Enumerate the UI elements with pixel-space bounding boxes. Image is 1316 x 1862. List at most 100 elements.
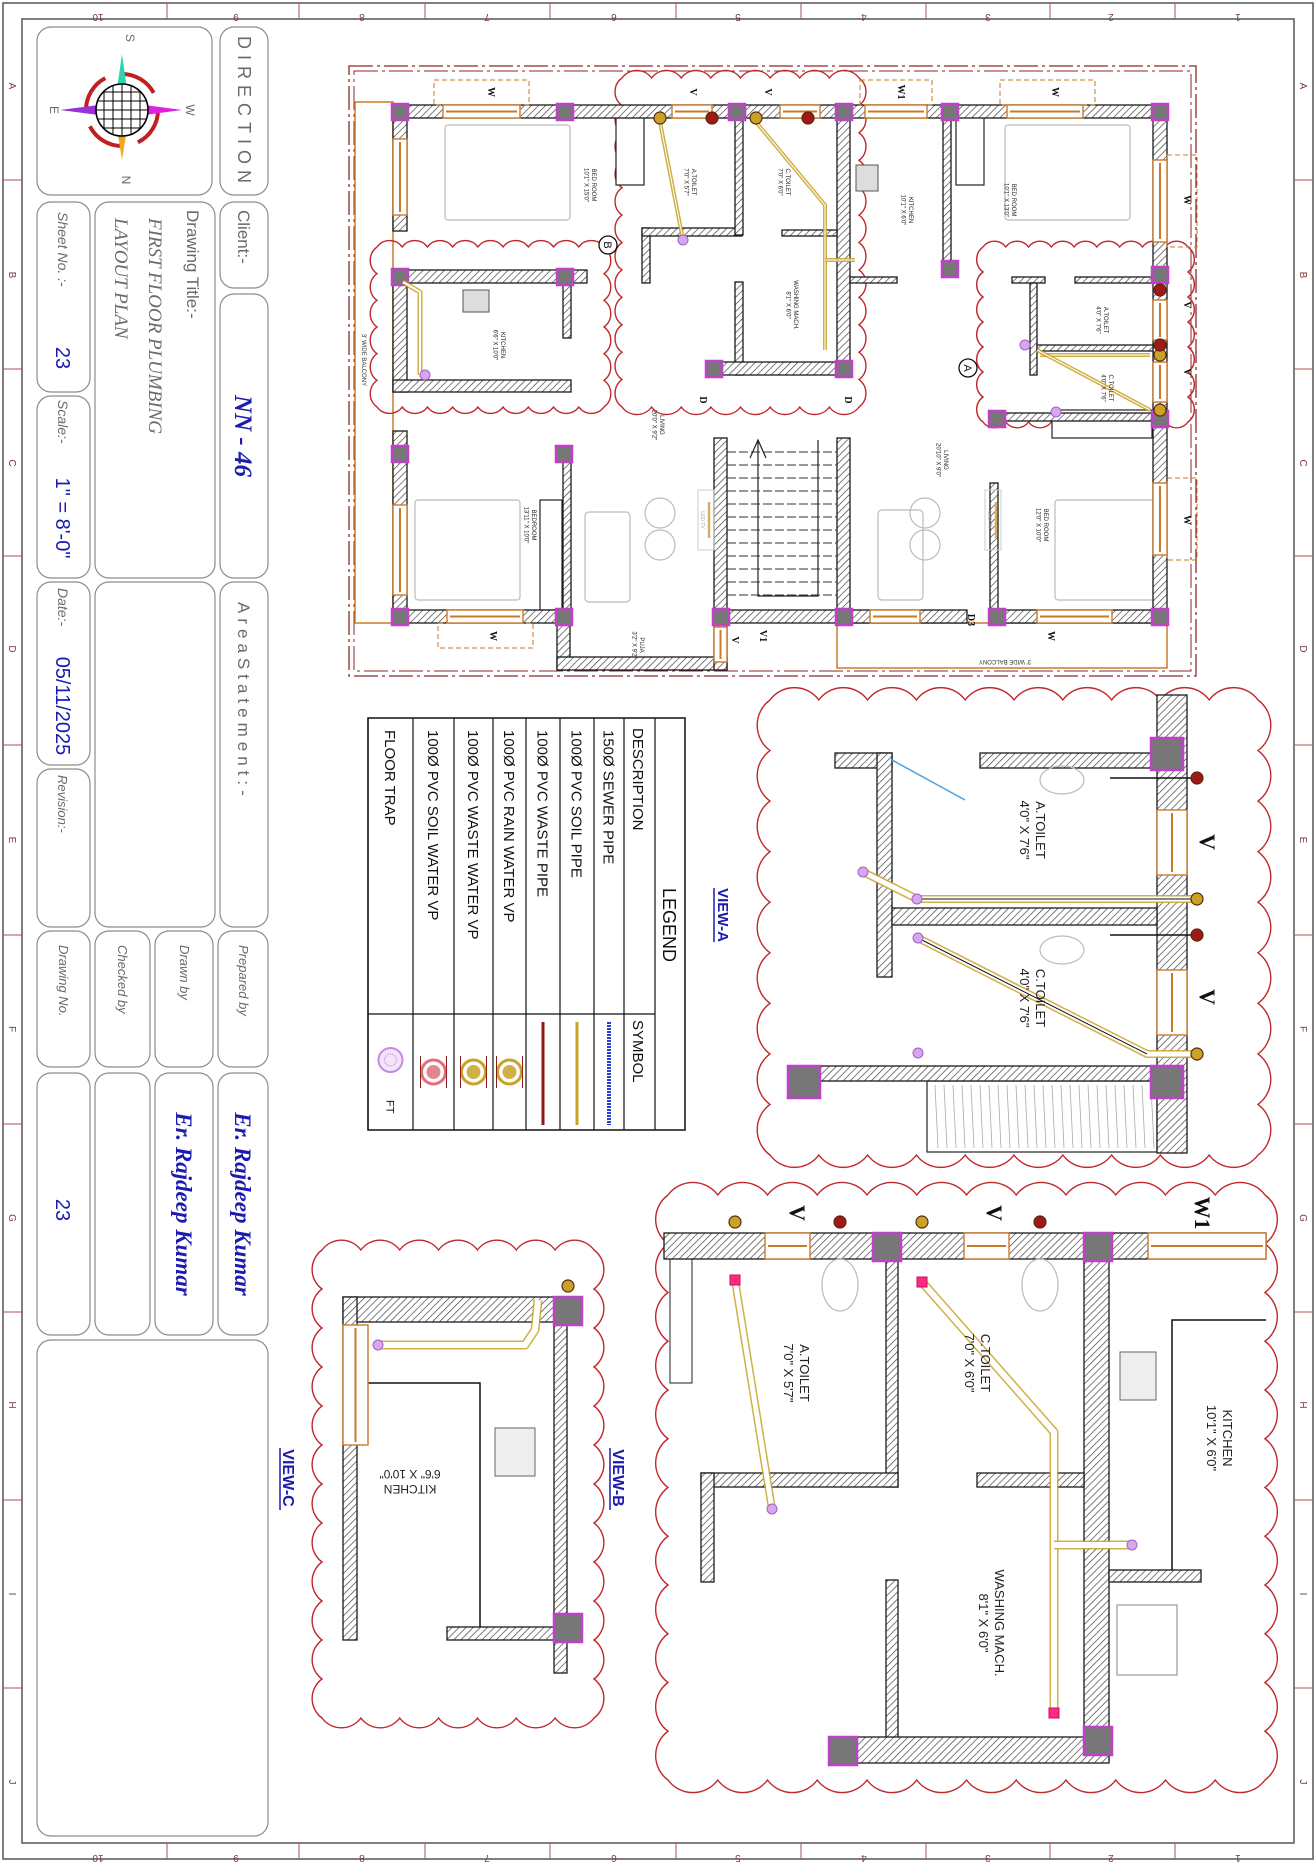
room-size: 7'0" X 6'0" (962, 1333, 977, 1392)
room-name: BEDROOM (530, 509, 536, 540)
view-callout-icon (958, 358, 978, 378)
room-size: 20'0" X 9'2" (650, 410, 656, 441)
door-window-tag: V (785, 1205, 810, 1221)
grid-row-label: D (1297, 645, 1308, 652)
wardrobe-hanger (943, 1084, 948, 1149)
checked-by-label-box (94, 930, 151, 1068)
client-value: NN - 46 (229, 394, 256, 477)
column (987, 607, 1007, 627)
wall (781, 229, 838, 237)
drawing-title-label: Drawing Title:- (183, 210, 202, 319)
wall (342, 1296, 581, 1323)
grid-row-label: A (6, 83, 17, 90)
column (727, 102, 747, 122)
column (554, 444, 574, 464)
grid-column-label: 10 (92, 1852, 104, 1862)
drawing-no-value: 23 (51, 1199, 73, 1221)
wardrobe (539, 499, 563, 611)
room-name: C.TOILET (1107, 375, 1113, 402)
grid-row-label: E (1297, 837, 1308, 844)
column (1150, 607, 1170, 627)
direction-label: DIRECTION (234, 36, 254, 189)
wall (734, 281, 744, 376)
led-tv-label: LED TV (986, 511, 992, 529)
vertical-pipe-icon (1190, 892, 1204, 906)
room-name: BED ROOM (1010, 184, 1016, 217)
vertical-pipe-icon (749, 111, 763, 125)
window-outline (999, 79, 1096, 106)
revision-cloud (311, 1239, 605, 1729)
waste-water-vp-icon (833, 1215, 847, 1229)
room-size: 4'0" X 7'6" (1017, 968, 1032, 1027)
vertical-pipe-icon (1153, 403, 1167, 417)
stove-icon (1119, 1351, 1157, 1401)
window-outline (433, 79, 530, 106)
revision-cloud (369, 239, 612, 415)
floor-trap-icon (912, 1047, 924, 1059)
wall (392, 269, 408, 393)
client-label: Client:- (234, 210, 253, 264)
balcony-label: 3' WIDE BALCONY (360, 334, 366, 386)
column (1082, 1725, 1114, 1757)
stair-arrow-line (757, 440, 819, 597)
column (987, 409, 1007, 429)
window-outline (859, 79, 933, 106)
grid-row-label: D (6, 645, 17, 652)
checked-by-label: Checked by (115, 945, 130, 1015)
wardrobe (955, 114, 985, 186)
column (834, 607, 854, 627)
room-size: 7'0" X 5'7" (682, 168, 688, 195)
column (552, 1295, 584, 1327)
room-size: 4'0" X 7'6" (1099, 374, 1105, 401)
legend-item-description: 100Ø PVC WASTE PIPE (534, 730, 551, 897)
grid-column-label: 10 (92, 11, 104, 22)
view-callout-label: A (961, 364, 973, 372)
wall (392, 379, 572, 393)
soil-water-vp-icon-fill (426, 1065, 441, 1079)
grid-column-label: 2 (1108, 1852, 1114, 1862)
drawing-title-line1: FIRST FLOOR PLUMBING (144, 217, 165, 434)
grid-row-label: C (6, 459, 17, 466)
stair-arrow-head (749, 438, 767, 459)
floor-trap-icon (677, 234, 689, 246)
floor-trap-icon (1126, 1539, 1138, 1551)
pipe-core (755, 121, 826, 350)
column (552, 1612, 584, 1644)
column (390, 102, 410, 122)
wall (1083, 1258, 1110, 1762)
wardrobe-hanger (934, 1084, 939, 1149)
drawn-by-value-box (154, 1072, 214, 1336)
client-label-box (219, 201, 269, 289)
wall (556, 656, 728, 671)
floor-trap-icon (911, 893, 923, 905)
view-b-title: VIEW-B (609, 1449, 626, 1506)
grid-column-label: 1 (1235, 11, 1241, 22)
room-name: C.TOILET (1033, 969, 1048, 1027)
wall (828, 1736, 1110, 1764)
pipe-core (659, 121, 684, 241)
table (909, 529, 941, 561)
room-size: 8'1" X 6'0" (784, 291, 790, 318)
door-window-tag: D (842, 396, 853, 403)
legend-item-description: 100Ø PVC RAIN WATER VP (500, 730, 517, 923)
drawing-title-line2: LAYOUT PLAN (110, 217, 131, 340)
waste-water-vp-icon (705, 111, 719, 125)
prepared-by-label-box (217, 930, 269, 1068)
floor-trap-icon (377, 1047, 404, 1073)
view-c-title: VIEW-C (279, 1449, 296, 1507)
floor-trap-symbol-text: FT (384, 1100, 396, 1114)
room-name: C.TOILET (784, 169, 790, 196)
column (390, 444, 410, 464)
wall (976, 1472, 1085, 1488)
wardrobe-hanger (1096, 1084, 1101, 1149)
grid-row-label: B (6, 272, 17, 279)
column (711, 607, 731, 627)
grid-row-label: A (1297, 83, 1308, 90)
room-name: BED ROOM (1042, 509, 1048, 542)
grid-column-label: 5 (735, 1852, 741, 1862)
compass-west-label: W (183, 104, 197, 116)
waste-water-vp-icon (801, 111, 815, 125)
room-name: C.TOILET (978, 1334, 993, 1392)
